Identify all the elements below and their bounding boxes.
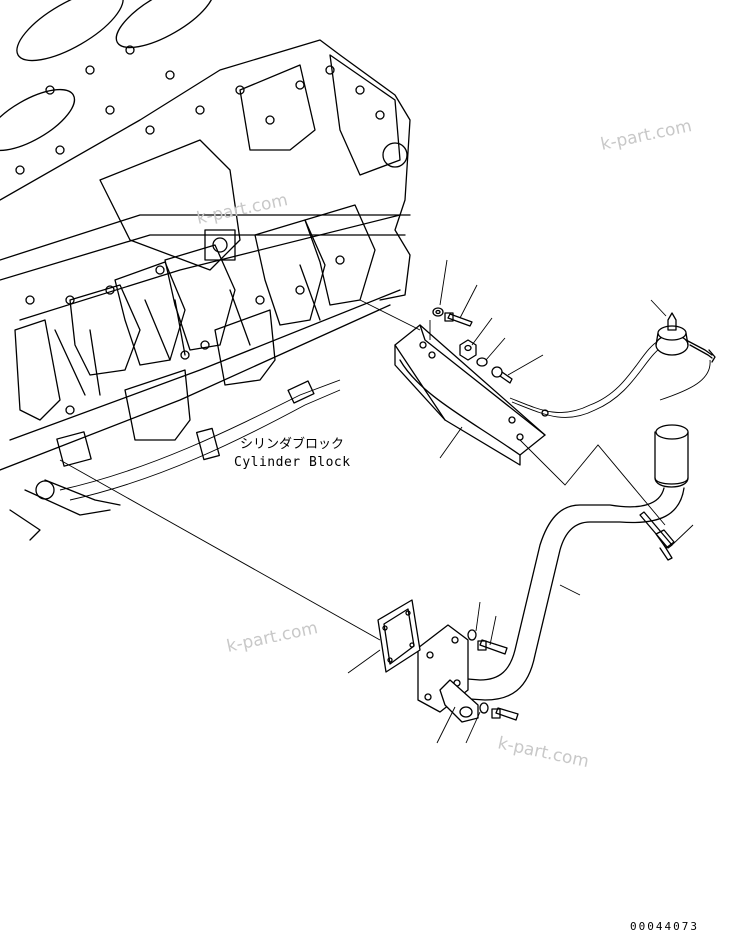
pipe-cap [654,424,689,488]
cylinder-block [0,0,411,541]
pipe-hardware [467,629,519,721]
gasket [377,599,421,673]
watermark-2: k-part.com [195,190,290,229]
rail-bolts [25,255,345,415]
deck-bolt-holes [15,45,385,175]
part-label-jp: シリンダブロック [240,436,344,452]
pipe-clamp [439,679,479,723]
part-label-en: Cylinder Block [234,455,351,470]
watermark-4: k-part.com [496,733,591,772]
watermark-3: k-part.com [225,618,320,657]
leader-lines [59,259,694,744]
drawing-code: 00044073 [630,920,699,933]
bracket-hardware [432,307,513,384]
level-sensor [655,312,716,363]
drain-pipe [417,487,685,713]
watermark-1: k-part.com [599,116,694,155]
